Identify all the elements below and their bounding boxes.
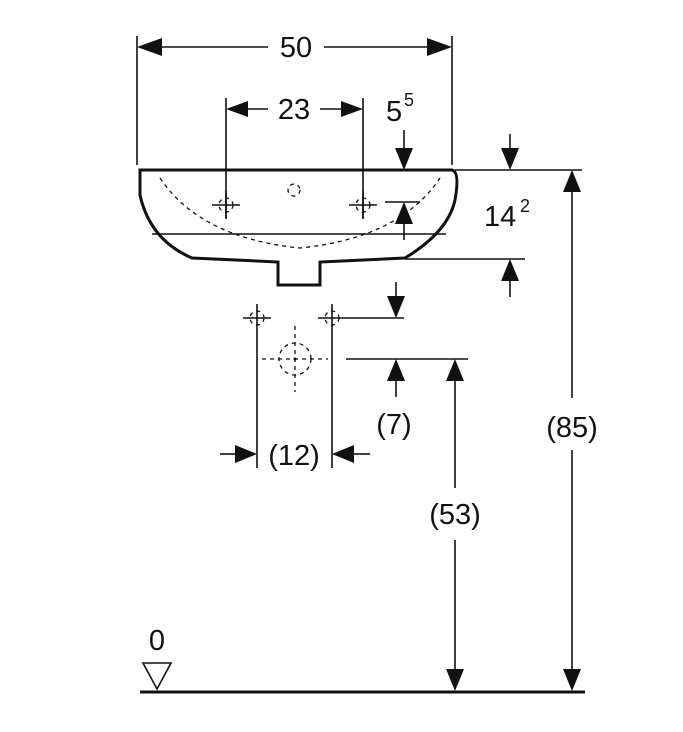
dimension-tap-spacing: 23 [225,94,364,218]
floor-level-label: 0 [149,625,165,657]
overall-width-label: 50 [280,32,312,64]
dimension-basin-depth: 14 2 [385,134,530,297]
washbasin-outline [138,168,582,287]
dimension-rim-height: (85) [546,170,598,691]
dimension-rim-offset: 5 5 [386,90,414,170]
drain-height-label: (53) [429,499,481,531]
dimension-supply-offset: (7) [376,359,412,441]
overflow-hole-icon [287,183,301,197]
supply-offset-label: (7) [376,409,411,441]
drain-icon [262,326,328,392]
supply-right-icon [317,303,347,333]
rim-offset-label: 5 [386,96,402,128]
dimension-drain-height: (53) [429,359,481,691]
dimension-supply-spacing: (12) [220,332,370,472]
floor-level: 0 [140,625,585,694]
basin-depth-superscript: 2 [520,196,530,216]
dimension-overall-width: 50 [136,32,453,165]
floor-level-triangle-icon [141,662,173,691]
basin-depth-label: 14 [484,201,516,233]
supply-left-icon [242,303,272,333]
supply-spacing-label: (12) [268,440,320,472]
rim-height-label: (85) [546,412,598,444]
rim-offset-superscript: 5 [404,90,414,110]
tap-spacing-label: 23 [278,94,310,126]
